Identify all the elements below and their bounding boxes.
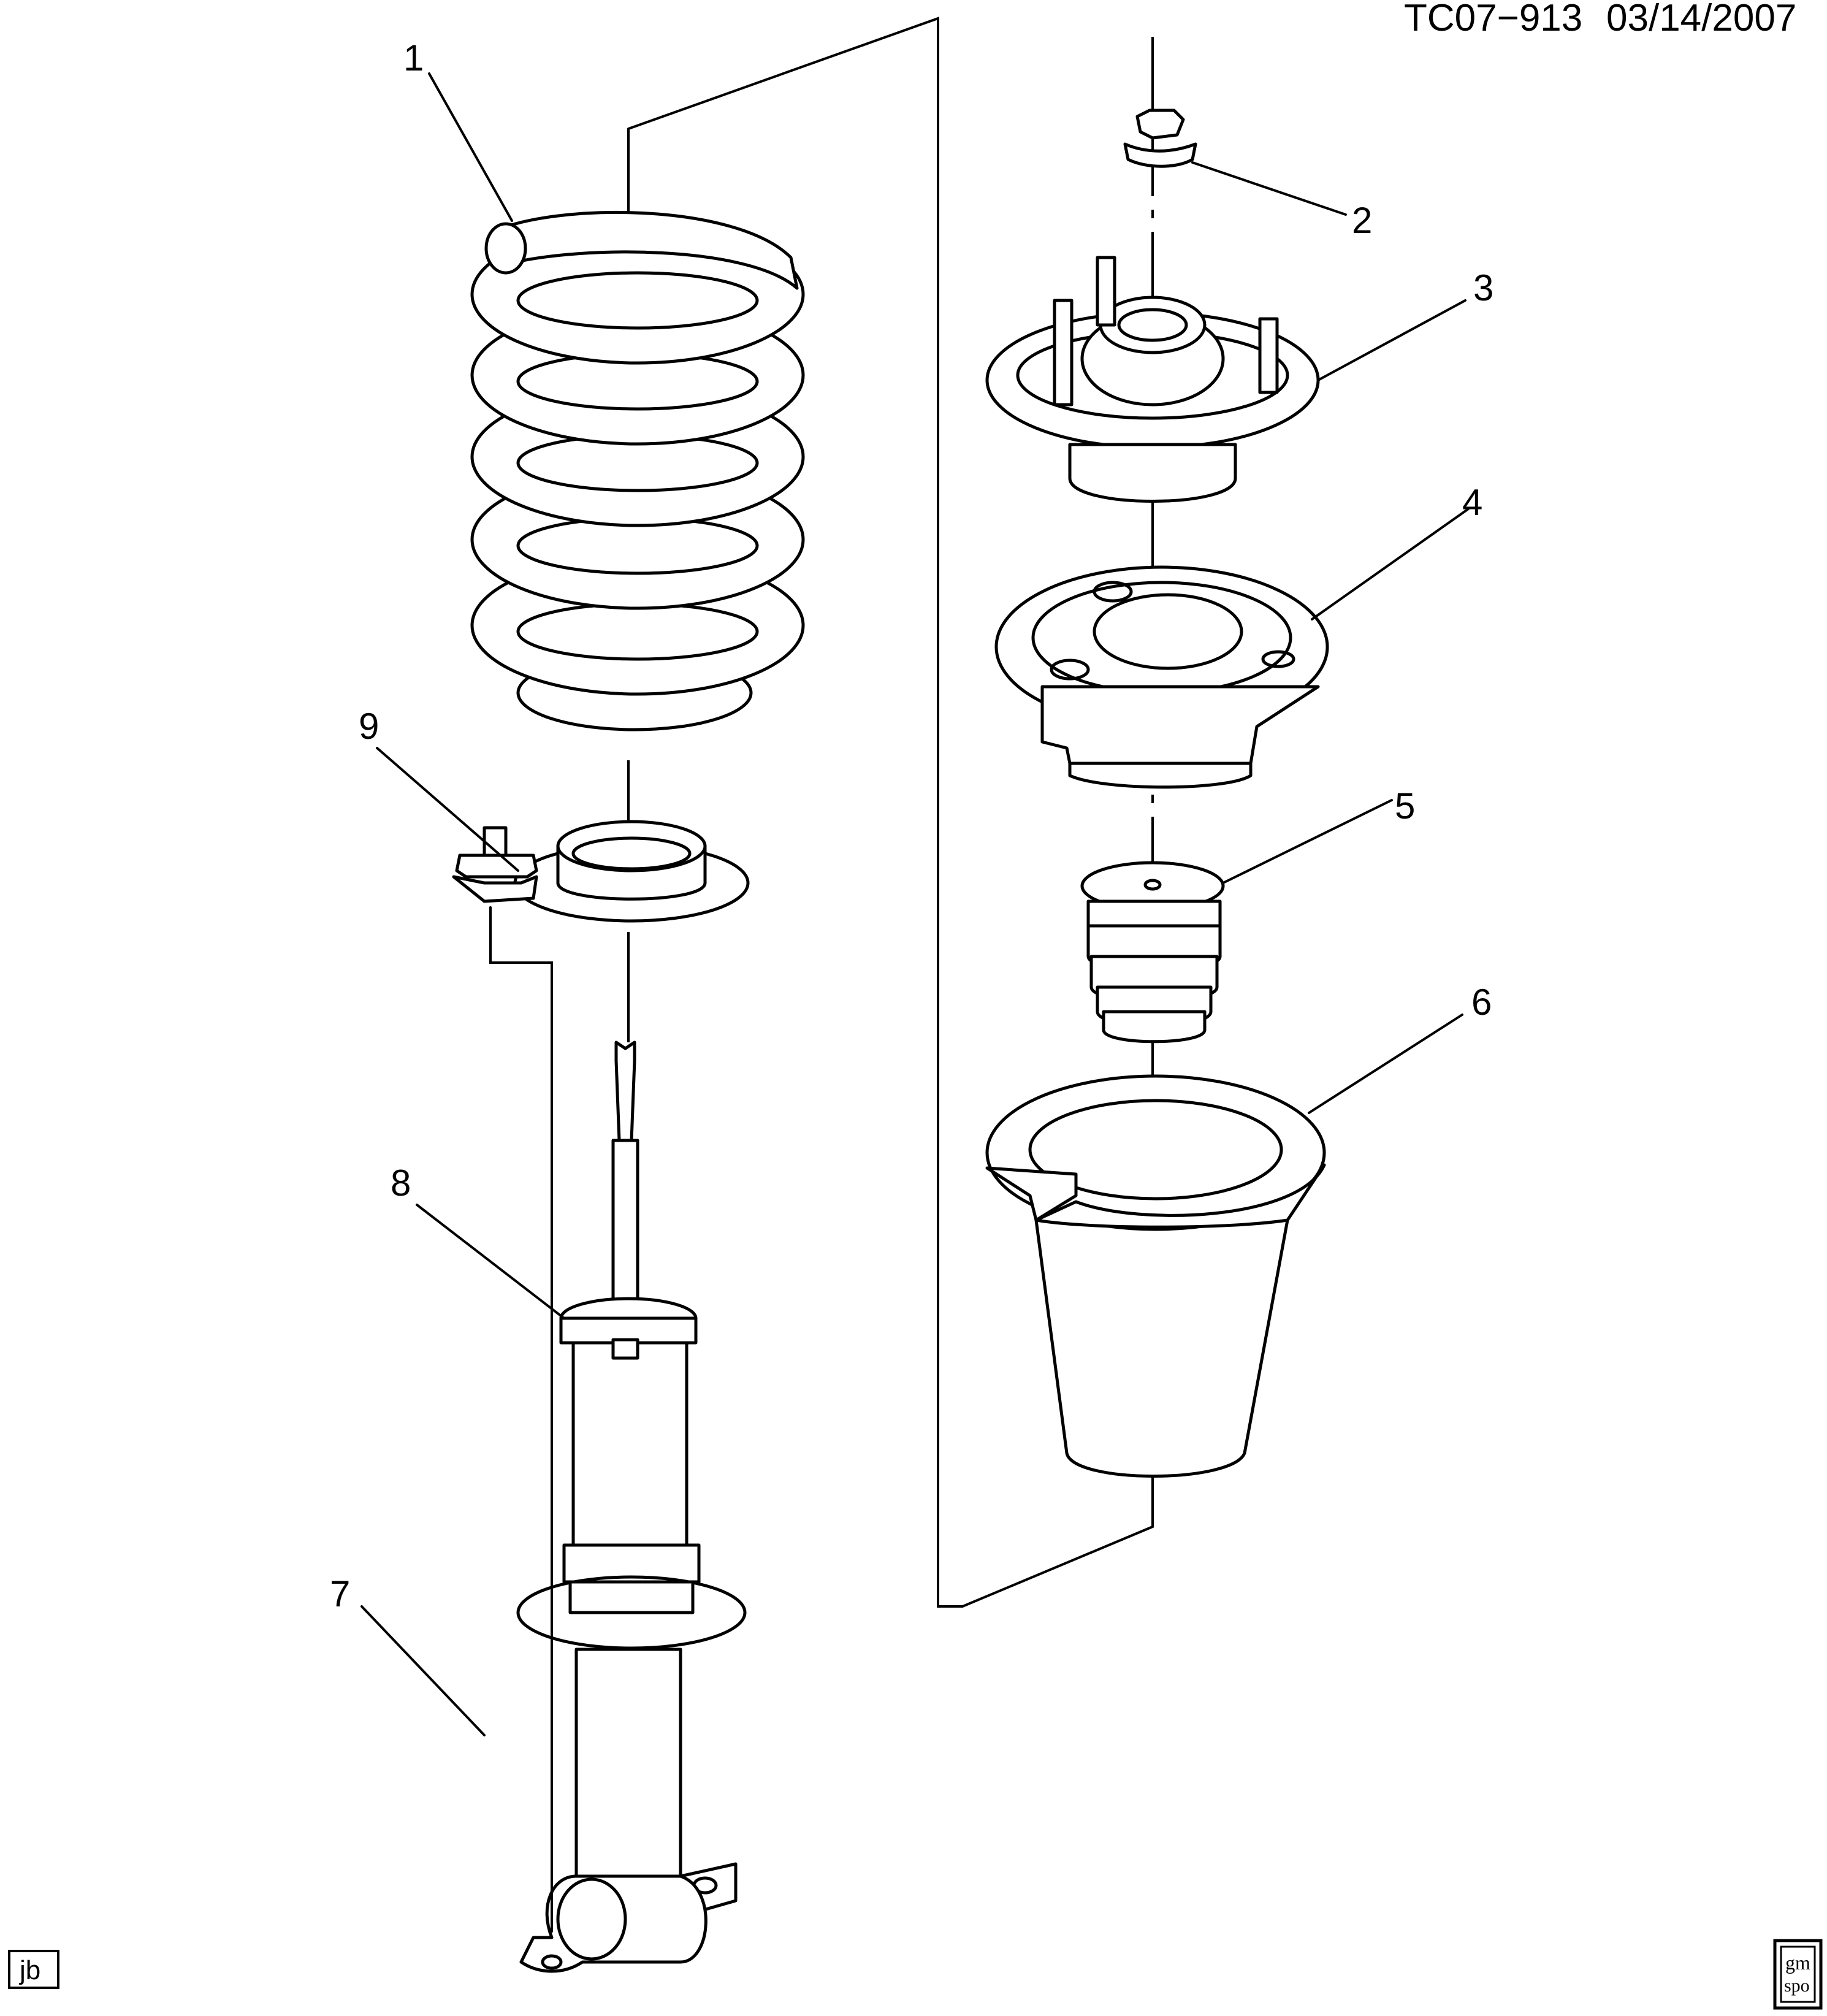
callout-8: 8 bbox=[391, 1163, 411, 1204]
callout-1: 1 bbox=[403, 37, 424, 78]
lower-spring-insulator bbox=[513, 820, 750, 923]
dust-shield bbox=[985, 1074, 1326, 1478]
logo-text-spo: spo bbox=[1784, 1976, 1810, 1996]
jounce-bumper bbox=[1080, 861, 1225, 1044]
diagram-id: TC07−913 bbox=[1404, 0, 1582, 39]
callout-4: 4 bbox=[1462, 482, 1482, 523]
gm-spo-logo: gm spo bbox=[1773, 1939, 1823, 2010]
callout-2: 2 bbox=[1352, 200, 1372, 241]
diagram-date: 03/14/2007 bbox=[1606, 0, 1796, 39]
shock-absorber bbox=[516, 1040, 747, 1973]
retainer-clip bbox=[452, 826, 553, 1933]
callout-3: 3 bbox=[1473, 267, 1493, 308]
coil-spring bbox=[470, 210, 805, 731]
callout-7: 7 bbox=[330, 1573, 350, 1614]
header: TC07−913 03/14/2007 bbox=[1404, 0, 1796, 39]
callout-labels: 1 2 3 4 5 6 7 8 9 bbox=[330, 37, 1493, 1614]
callout-9: 9 bbox=[359, 706, 379, 747]
callout-5: 5 bbox=[1395, 785, 1415, 827]
author-initials: jb bbox=[18, 1955, 40, 1985]
leader-lines bbox=[360, 72, 1470, 1736]
logo-text-gm: gm bbox=[1785, 1952, 1810, 1974]
author-initials-box: jb bbox=[8, 1950, 59, 1989]
callout-6: 6 bbox=[1471, 982, 1492, 1023]
upper-spring-seat bbox=[994, 565, 1329, 789]
strut-nut bbox=[1123, 109, 1197, 168]
